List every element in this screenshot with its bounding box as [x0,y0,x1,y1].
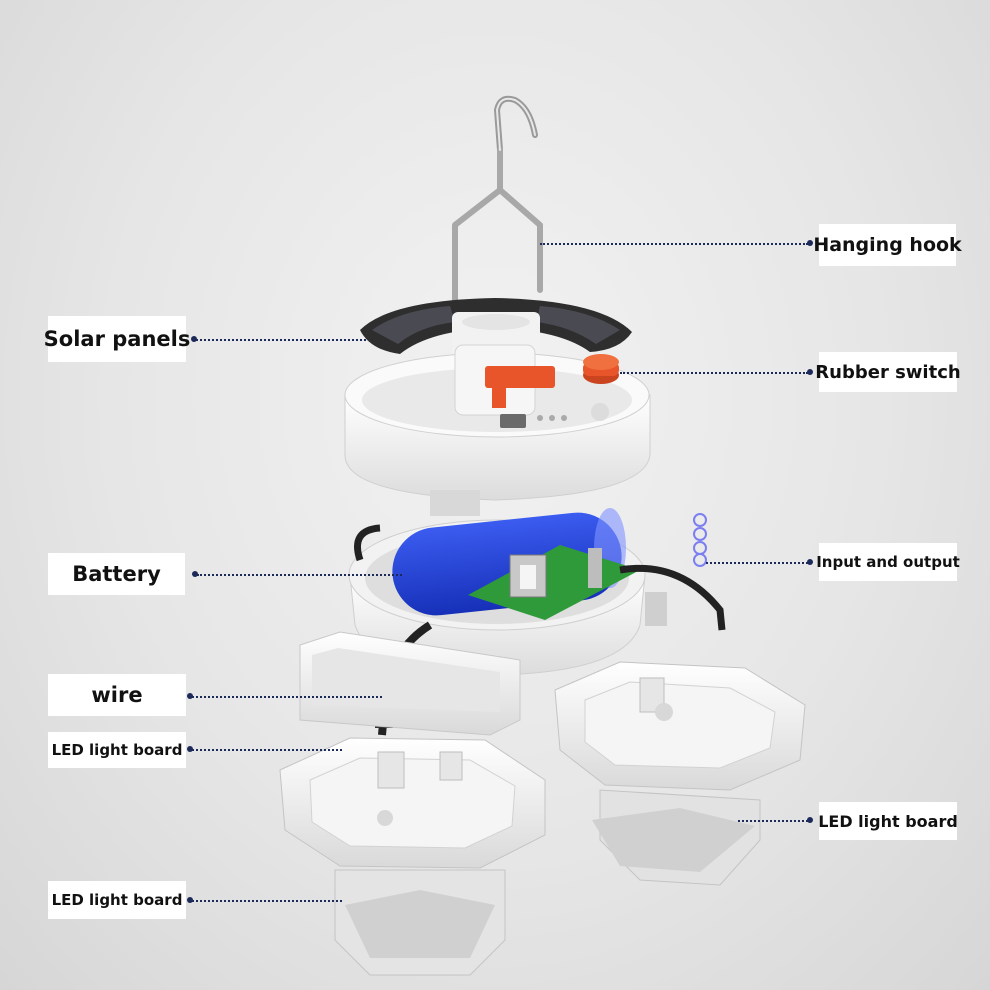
label-hanging-hook: Hanging hook [813,224,962,266]
label-rubber-switch: Rubber switch [815,352,961,392]
leader-rubber-switch [620,372,808,374]
label-input-output: Input and output [816,543,960,581]
label-led-board-left-upper: LED light board [48,732,186,768]
leader-dot-solar-panels [191,336,197,342]
leader-wire [192,696,382,698]
leader-dot-led-board-left-lower [187,897,193,903]
label-solar-panels: Solar panels [44,316,190,362]
leader-led-board-right [738,820,808,822]
label-led-board-left-lower: LED light board [48,881,186,919]
led-board-right-part [554,661,806,886]
leader-dot-led-board-left-upper [187,746,193,752]
leader-hanging-hook [540,243,808,245]
leader-dot-rubber-switch [807,369,813,375]
leader-led-board-left-lower [192,900,342,902]
leader-dot-led-board-right [807,817,813,823]
leader-dot-wire [187,693,193,699]
label-led-board-right: LED light board [818,802,958,840]
leader-dot-battery [192,571,198,577]
battery-housing-part [348,508,726,736]
hanging-hook-part [452,95,543,303]
leader-battery [197,574,402,576]
leader-input-output [706,562,808,564]
leader-led-board-left-upper [192,749,342,751]
label-battery: Battery [48,553,185,595]
leader-dot-hanging-hook [807,240,813,246]
io-rings [693,513,707,567]
leader-dot-input-output [807,559,813,565]
top-housing-part [344,344,651,516]
label-wire: wire [48,674,186,716]
led-board-left-lower-part [279,737,546,976]
leader-solar-panels [196,339,366,341]
